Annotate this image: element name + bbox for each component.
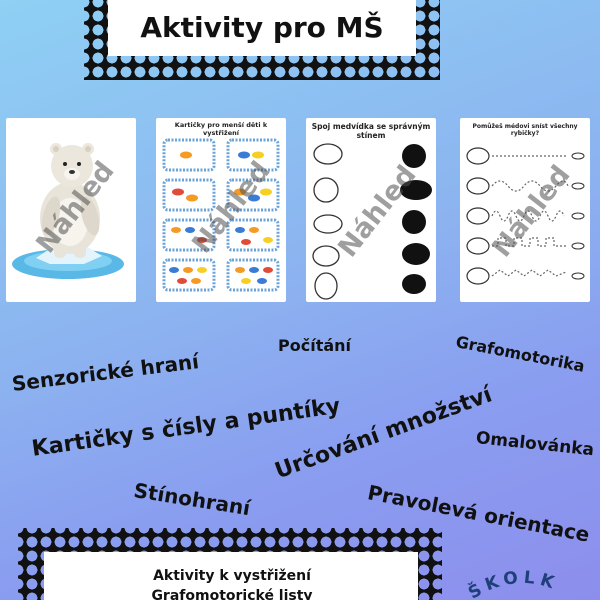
- bottom-list-item: Aktivity k vystřižení: [153, 568, 311, 584]
- preview-fish-cards[interactable]: Kartičky pro menší děti k vystřižení: [156, 118, 286, 302]
- preview-bear-shadows[interactable]: Spoj medvídka se správným stínem Náhled: [306, 118, 436, 302]
- logo-text: ŠKOLK: [464, 568, 561, 600]
- activity-graphomotor: Grafomotorika: [454, 332, 587, 376]
- bottom-list-item: Grafomotorické listy: [151, 588, 313, 600]
- cards-title: Kartičky pro menší děti k vystřižení: [174, 121, 268, 137]
- bottom-list: Aktivity k vystřižení Grafomotorické lis…: [46, 566, 418, 600]
- preview-polar-bear[interactable]: Náhled: [6, 118, 136, 302]
- bottom-stamp-background: [44, 552, 418, 600]
- grapho-title: Pomůžeš médovi sníst všechny rybičky?: [472, 123, 578, 137]
- shadows-title: Spoj medvídka se správným stínem: [311, 122, 431, 140]
- activity-coloring: Omalovánka: [474, 428, 595, 461]
- bear-shadow-matching: [312, 143, 432, 300]
- preview-graphomotor[interactable]: Pomůžeš médovi sníst všechny rybičky?: [460, 118, 590, 302]
- page-title: Aktivity pro MŠ: [140, 10, 384, 44]
- school-logo: ŠKOLK: [464, 568, 561, 600]
- fish-cards-grid: [162, 138, 280, 292]
- activity-counting: Počítání: [278, 336, 352, 355]
- activity-shadow-play: Stínohraní: [132, 478, 252, 521]
- graphomotor-lines: [466, 147, 585, 285]
- polar-bear-illustration: [12, 143, 124, 279]
- title-stamp-background: [108, 0, 416, 56]
- activity-sensory: Senzorické hraní: [10, 349, 201, 396]
